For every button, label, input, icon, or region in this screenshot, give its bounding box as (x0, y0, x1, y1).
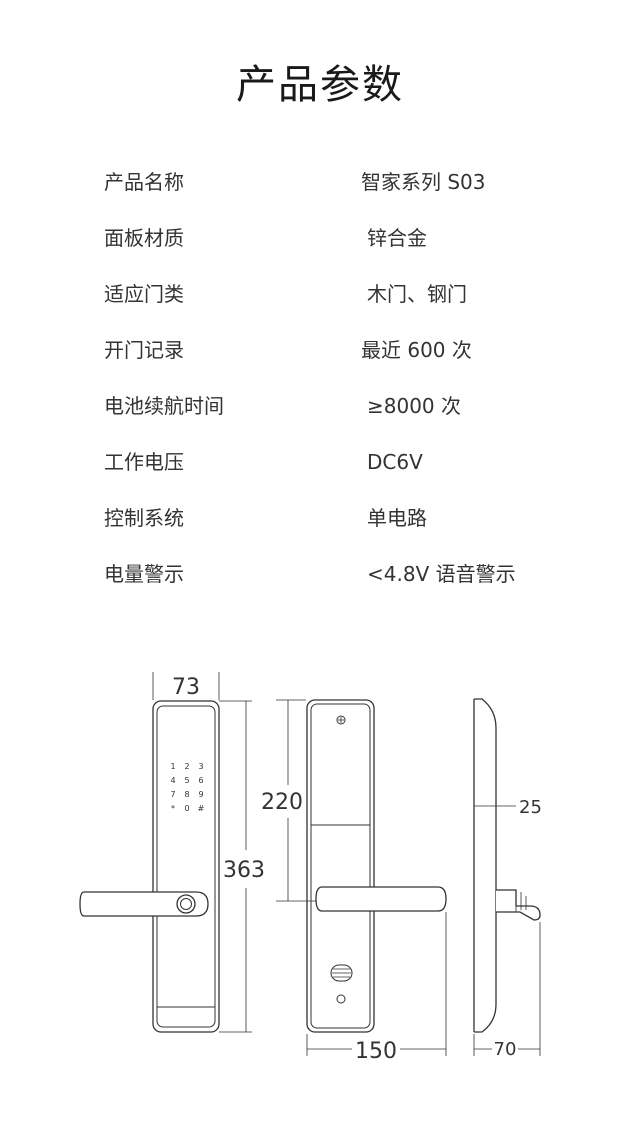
spec-row-battery-warning: 电量警示 <4.8V 语音警示 (0, 559, 640, 589)
spec-label: 电池续航时间 (104, 394, 224, 418)
side-view (473, 698, 541, 1033)
keypad-key: # (198, 804, 205, 813)
keypad-key: 9 (198, 790, 203, 799)
lock-dimension-drawing: 1 2 3 4 5 6 7 8 9 * 0 # 73 363 220 150 2… (79, 672, 542, 1064)
back-view (306, 699, 447, 1033)
side-handle-profile (496, 889, 541, 921)
keypad-key: 1 (170, 762, 175, 771)
dim-side-projection: 70 (494, 1039, 517, 1060)
dim-front-height: 363 (223, 858, 265, 883)
spec-value: DC6V (367, 450, 423, 474)
keypad-key: 6 (198, 776, 203, 785)
keypad-key: 4 (170, 776, 175, 785)
spec-value: 锌合金 (367, 226, 427, 250)
spec-label: 产品名称 (104, 170, 184, 194)
spec-row-control-system: 控制系统 单电路 (0, 503, 640, 533)
back-panel-inner (310, 703, 371, 1029)
fingerprint-sensor-inner (180, 898, 192, 910)
spec-value: 智家系列 S03 (361, 170, 486, 194)
keypad-key: 8 (184, 790, 189, 799)
spec-value: 最近 600 次 (361, 338, 472, 362)
back-panel-outline (306, 699, 375, 1033)
spec-row-door-type: 适应门类 木门、钢门 (0, 279, 640, 309)
thumb-turn-knob (330, 964, 353, 982)
side-panel-profile (474, 698, 497, 1033)
spec-value: 木门、钢门 (367, 282, 467, 306)
fingerprint-sensor-icon (176, 894, 196, 914)
dim-handle-length: 150 (355, 1039, 397, 1064)
screw-icon (336, 715, 346, 725)
spec-label: 面板材质 (104, 226, 184, 250)
front-handle (79, 891, 209, 917)
spec-label: 电量警示 (104, 562, 184, 586)
keypad-key: 0 (184, 804, 189, 813)
spec-row-product-name: 产品名称 智家系列 S03 (0, 167, 640, 197)
key-hole-icon (336, 994, 346, 1004)
spec-label: 适应门类 (104, 282, 184, 306)
front-panel-outline (152, 700, 220, 1033)
keypad-key: * (171, 804, 175, 813)
spec-value: 单电路 (367, 506, 427, 530)
spec-value: ≥8000 次 (367, 394, 462, 418)
keypad-key: 7 (170, 790, 175, 799)
spec-row-voltage: 工作电压 DC6V (0, 447, 640, 477)
dim-side-depth: 25 (519, 797, 542, 818)
back-handle (315, 886, 447, 912)
keypad: 1 2 3 4 5 6 7 8 9 * 0 # (170, 762, 204, 813)
spec-value: <4.8V 语音警示 (367, 562, 516, 586)
spec-row-unlock-records: 开门记录 最近 600 次 (0, 335, 640, 365)
spec-label: 开门记录 (104, 338, 184, 362)
keypad-key: 3 (198, 762, 203, 771)
spec-label: 工作电压 (104, 450, 184, 474)
keypad-key: 5 (184, 776, 189, 785)
front-view (79, 700, 220, 1033)
page-title: 产品参数 (236, 62, 404, 108)
dim-back-height: 220 (261, 790, 303, 815)
dim-front-width: 73 (172, 675, 200, 700)
spec-row-panel-material: 面板材质 锌合金 (0, 223, 640, 253)
keypad-key: 2 (184, 762, 189, 771)
spec-label: 控制系统 (104, 506, 184, 530)
front-panel-inner (156, 705, 216, 1028)
spec-row-battery-life: 电池续航时间 ≥8000 次 (0, 391, 640, 421)
